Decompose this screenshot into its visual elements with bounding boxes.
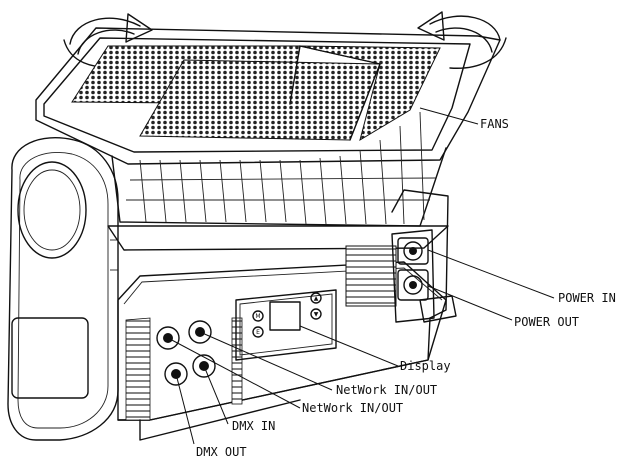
leader-lines <box>167 107 555 445</box>
connector-panel-right <box>391 229 435 323</box>
label-power-in: POWER IN <box>558 291 616 305</box>
power-out-leader <box>427 285 513 321</box>
power-in-connector <box>397 237 429 265</box>
label-fans: FANS <box>480 117 509 131</box>
label-dmx-out: DMX OUT <box>196 445 247 459</box>
fans-leader <box>419 107 479 125</box>
up-button <box>310 292 322 304</box>
label-network-1: NetWork IN/OUT <box>336 383 437 397</box>
label-dmx-in: DMX IN <box>232 419 275 433</box>
menu-button-label: M <box>255 313 260 320</box>
rotation-arrow-right-icon <box>417 11 507 69</box>
display-panel: M E ▲ ▼ <box>235 289 337 361</box>
network-leader-1 <box>199 331 333 391</box>
down-arrow-icon: ▼ <box>314 311 319 318</box>
menu-button <box>252 310 264 322</box>
network-leader-2 <box>167 337 301 409</box>
up-arrow-icon: ▲ <box>314 295 319 302</box>
dmx-out-leader <box>175 373 195 445</box>
base-housing <box>117 245 447 441</box>
label-power-out: POWER OUT <box>514 315 579 329</box>
dmx-in-leader <box>203 365 229 425</box>
enter-button <box>252 326 264 338</box>
label-display: Display <box>400 359 451 373</box>
led-head <box>35 27 501 165</box>
yoke-right-arm <box>391 189 457 323</box>
enter-button-label: E <box>256 329 260 336</box>
power-in-leader <box>427 249 555 299</box>
connector-panel-left <box>156 320 216 386</box>
yoke-left-arm <box>7 137 119 441</box>
display-leader <box>299 325 399 367</box>
lcd-screen <box>269 301 301 331</box>
down-button <box>310 308 322 320</box>
power-out-connector <box>397 269 429 301</box>
label-network-2: NetWork IN/OUT <box>302 401 403 415</box>
